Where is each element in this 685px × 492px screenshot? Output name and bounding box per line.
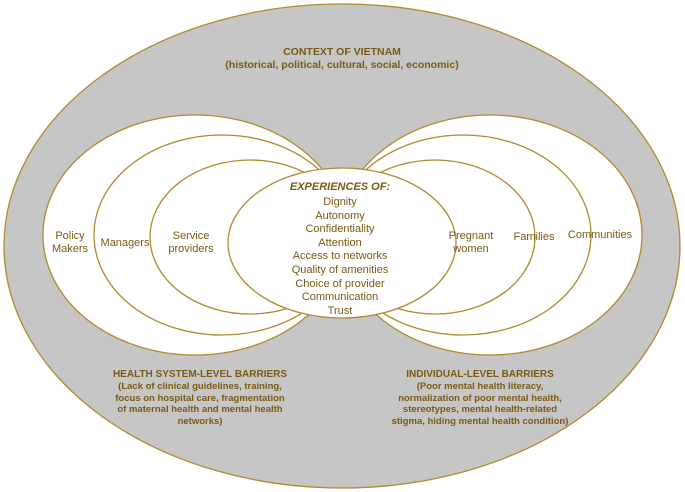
experience-item: Communication	[301, 291, 379, 304]
level-families: Families	[513, 231, 555, 243]
experience-item: Attention	[318, 236, 362, 249]
health-system-barriers: HEALTH SYSTEM-LEVEL BARRIERS (Lack of cl…	[100, 369, 300, 427]
experiences-list: Dignity Autonomy Confidentiality Attenti…	[250, 196, 430, 318]
experience-item: Access to networks	[292, 250, 388, 263]
individual-barriers-title: INDIVIDUAL-LEVEL BARRIERS	[406, 369, 554, 380]
level-managers: Managers	[100, 237, 150, 249]
experiences-title: EXPERIENCES OF:	[289, 181, 391, 193]
experience-item: Trust	[327, 304, 353, 317]
experiences-ellipse	[227, 167, 457, 319]
experience-item: Confidentiality	[305, 223, 375, 236]
level-policy-makers: Policy Makers	[51, 230, 89, 255]
individual-barriers: INDIVIDUAL-LEVEL BARRIERS (Poor mental h…	[360, 369, 600, 427]
experience-item: Choice of provider	[295, 277, 385, 290]
health-system-barriers-title: HEALTH SYSTEM-LEVEL BARRIERS	[112, 369, 288, 380]
level-communities: Communities	[567, 229, 633, 241]
level-pregnant-women: Pregnant women	[448, 230, 494, 255]
context-subtitle: (historical, political, cultural, social…	[225, 59, 459, 71]
level-service-providers: Service providers	[168, 230, 214, 255]
experience-item: Dignity	[323, 196, 357, 208]
context-title: CONTEXT OF VIETNAM	[283, 46, 401, 58]
experience-item: Autonomy	[315, 209, 365, 222]
experience-item: Quality of amenities	[291, 263, 389, 276]
